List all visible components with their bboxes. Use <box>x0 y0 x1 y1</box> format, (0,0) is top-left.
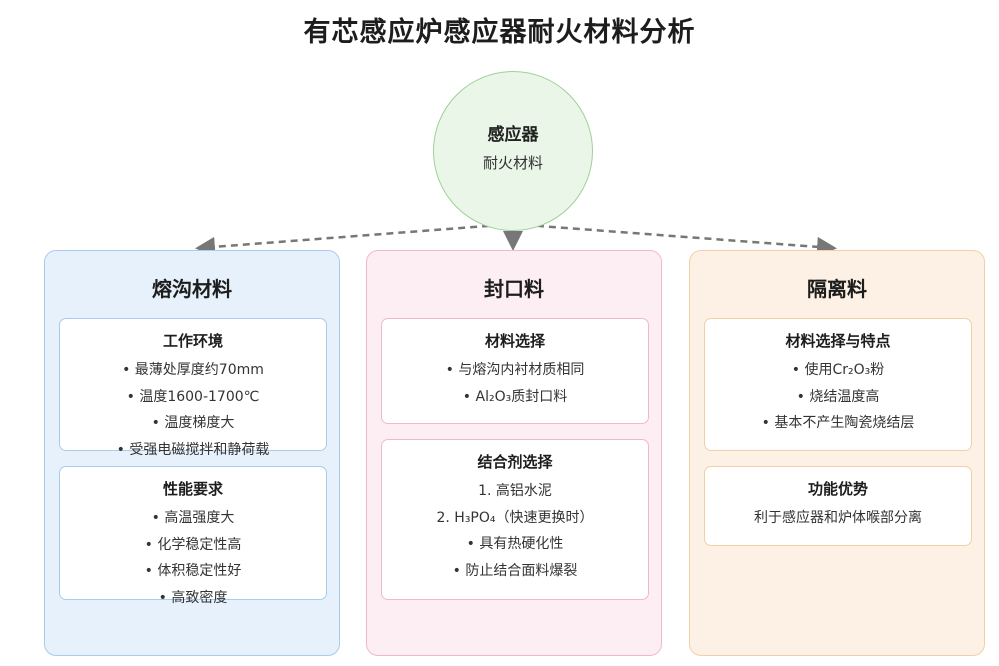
card-title: 性能要求 <box>162 480 223 498</box>
card-binder-selection: 结合剂选择 1. 高铝水泥 2. H₃PO₄（快速更换时） • 具有热硬化性 •… <box>381 439 649 600</box>
root-node-label: 感应器 <box>487 125 539 145</box>
card-line: • 受强电磁搅拌和静荷载 <box>116 441 270 458</box>
column-title: 封口料 <box>484 277 544 301</box>
column-title: 熔沟材料 <box>152 277 232 301</box>
card-line: • 高致密度 <box>158 589 228 606</box>
card-working-environment: 工作环境 • 最薄处厚度约70mm • 温度1600-1700℃ • 温度梯度大… <box>59 318 327 458</box>
column-sealing-material: 封口料 材料选择 • 与熔沟内衬材质相同 • Al₂O₃质封口料 结合剂选择 1… <box>366 250 662 656</box>
arrow-to-iso <box>512 222 837 257</box>
card-line: • Al₂O₃质封口料 <box>462 388 568 405</box>
card-line: • 温度1600-1700℃ <box>126 388 260 405</box>
card-line: • 化学稳定性高 <box>144 536 242 553</box>
card-title: 材料选择与特点 <box>785 332 891 350</box>
card-line: • 基本不产生陶瓷烧结层 <box>761 415 915 431</box>
diagram-title: 有芯感应炉感应器耐火材料分析 <box>303 17 696 48</box>
card-line: • 具有热硬化性 <box>466 536 564 552</box>
card-line: • 与熔沟内衬材质相同 <box>445 362 585 378</box>
card-line: • 温度梯度大 <box>151 415 235 431</box>
card-title: 功能优势 <box>807 480 868 498</box>
card-title: 工作环境 <box>162 332 223 350</box>
card-material-selection: 材料选择 • 与熔沟内衬材质相同 • Al₂O₃质封口料 <box>381 318 649 424</box>
card-line: • 高温强度大 <box>151 510 235 526</box>
card-line: • 最薄处厚度约70mm <box>122 362 264 378</box>
column-title: 隔离料 <box>807 277 867 301</box>
card-line: • 防止结合面料爆裂 <box>452 562 578 579</box>
card-title: 材料选择 <box>484 332 545 350</box>
card-functional-advantage: 功能优势 利于感应器和炉体喉部分离 <box>704 466 972 546</box>
column-isolation-material: 隔离料 材料选择与特点 • 使用Cr₂O₃粉 • 烧结温度高 • 基本不产生陶瓷… <box>689 250 985 656</box>
root-node-inductor: 感应器 耐火材料 <box>433 71 593 231</box>
card-line: 利于感应器和炉体喉部分离 <box>754 510 922 526</box>
card-line: 1. 高铝水泥 <box>478 483 552 499</box>
card-line: 2. H₃PO₄（快速更换时） <box>436 509 594 526</box>
root-node-sublabel: 耐火材料 <box>482 154 543 172</box>
arrow-to-melt <box>195 222 514 257</box>
card-line: • 使用Cr₂O₃粉 <box>791 362 885 378</box>
card-line: • 烧结温度高 <box>796 388 880 405</box>
column-melt-channel: 熔沟材料 工作环境 • 最薄处厚度约70mm • 温度1600-1700℃ • … <box>44 250 340 656</box>
card-title: 结合剂选择 <box>477 453 553 471</box>
card-performance-requirements: 性能要求 • 高温强度大 • 化学稳定性高 • 体积稳定性好 • 高致密度 <box>59 466 327 606</box>
card-line: • 体积稳定性好 <box>144 563 242 579</box>
card-material-selection-features: 材料选择与特点 • 使用Cr₂O₃粉 • 烧结温度高 • 基本不产生陶瓷烧结层 <box>704 318 972 451</box>
